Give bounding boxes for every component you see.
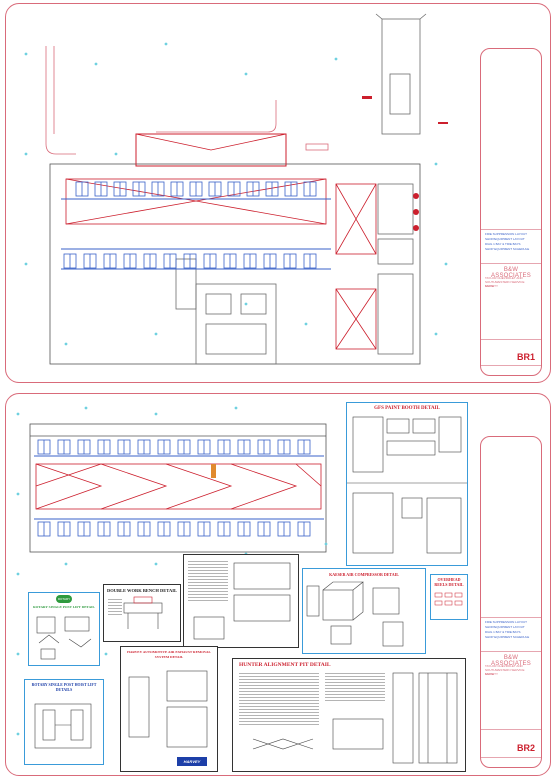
hunter-pit-title: HUNTER ALIGNMENT PIT DETAIL <box>239 662 331 668</box>
title-block-br2: FIRE SUPPRESSION LAYOUT SHOP/EQUIPMENT L… <box>480 436 542 768</box>
revision-4: SHOP EQUIPMENT SCHEDULE <box>485 247 530 251</box>
work-bench-drawing <box>123 596 163 629</box>
project-line-3: SUITE <box>485 284 494 288</box>
exhaust-schedule-panel <box>183 554 299 648</box>
exhaust-title: HARVEY AUTOMOTIVE AIR EXHAUST REMOVAL SY… <box>127 650 211 659</box>
floor-plan-br1 <box>24 13 448 365</box>
hunter-pit-detail-panel: HUNTER ALIGNMENT PIT DETAIL <box>232 658 466 772</box>
revision-2: SHOP/EQUIPMENT LAYOUT <box>485 237 525 241</box>
sheet-number: BR1 <box>516 352 535 362</box>
revision-1: FIRE SUPPRESSION LAYOUT <box>485 232 527 236</box>
firm-name: B&W ASSOCIATES <box>491 655 531 667</box>
lift-detail-panel: ROTARY ROTARY SINGLE POST LIFT DETAIL <box>28 592 100 666</box>
revision-3: DIAG 1 BAY & TIRE BAYS <box>485 242 521 246</box>
compressor-detail-panel: KAESER AIR COMPRESSOR DETAIL <box>302 568 426 654</box>
rotary-lift-title: ROTARY SINGLE POST LIFT DETAIL <box>33 605 95 609</box>
overhead-reels-title: OVERHEAD REELS DETAIL <box>434 577 464 587</box>
rotary-hoist-title: ROTARY SINGLE POST HOIST LIFT DETAILS <box>31 683 97 692</box>
exhaust-schedule-drawing <box>193 562 291 640</box>
revision-1: FIRE SUPPRESSION LAYOUT <box>485 620 527 624</box>
work-bench-detail-panel: DOUBLE WORK BENCH DETAIL <box>103 584 181 642</box>
revision-2: SHOP/EQUIPMENT LAYOUT <box>485 625 525 629</box>
sheet-number: BR2 <box>516 743 535 753</box>
paint-booth-drawing <box>347 416 467 554</box>
project-line-1: TAYLOR CHEVROLET AND <box>485 664 523 668</box>
drawing-sheet-br1: FIRE SUPPRESSION LAYOUT SHOP/EQUIPMENT L… <box>5 3 551 383</box>
exhaust-drawing <box>128 670 208 748</box>
compressor-drawing <box>306 581 404 647</box>
project-line-2: SOUTHWESTERN SERVICE FACILITY <box>485 668 525 676</box>
hunter-pit-drawing <box>252 672 458 764</box>
compressor-title: KAESER AIR COMPRESSOR DETAIL <box>329 572 399 577</box>
paint-booth-title: GFS PAINT BOOTH DETAIL <box>374 406 440 411</box>
rotary-hoist-drawing <box>34 703 92 749</box>
paint-booth-detail-panel: GFS PAINT BOOTH DETAIL <box>346 402 468 566</box>
revision-3: DIAG 1 BAY & TIRE BAYS <box>485 630 521 634</box>
harvey-logo: HARVEY <box>177 757 207 766</box>
title-block-br1: FIRE SUPPRESSION LAYOUT SHOP/EQUIPMENT L… <box>480 48 542 376</box>
project-line-3: SUITE <box>485 672 494 676</box>
overhead-reels-drawing <box>434 592 463 606</box>
overhead-reels-panel: OVERHEAD REELS DETAIL <box>430 574 468 620</box>
rotary-hoist-panel: ROTARY SINGLE POST HOIST LIFT DETAILS <box>24 679 104 765</box>
rotary-lift-drawing <box>36 616 92 660</box>
rotary-badge: ROTARY <box>56 595 72 603</box>
exhaust-detail-panel: HARVEY AUTOMOTIVE AIR EXHAUST REMOVAL SY… <box>120 646 218 772</box>
project-line-1: TAYLOR CHEVROLET AND <box>485 276 523 280</box>
firm-name: B&W ASSOCIATES <box>491 267 531 279</box>
floor-plan-br2 <box>16 406 328 736</box>
work-bench-title: DOUBLE WORK BENCH DETAIL <box>107 588 177 593</box>
drawing-sheet-br2: GFS PAINT BOOTH DETAIL KAESER AIR COMPRE… <box>5 393 551 776</box>
revision-4: SHOP EQUIPMENT SCHEDULE <box>485 635 530 639</box>
project-line-2: SOUTHWESTERN SERVICE FACILITY <box>485 280 525 288</box>
